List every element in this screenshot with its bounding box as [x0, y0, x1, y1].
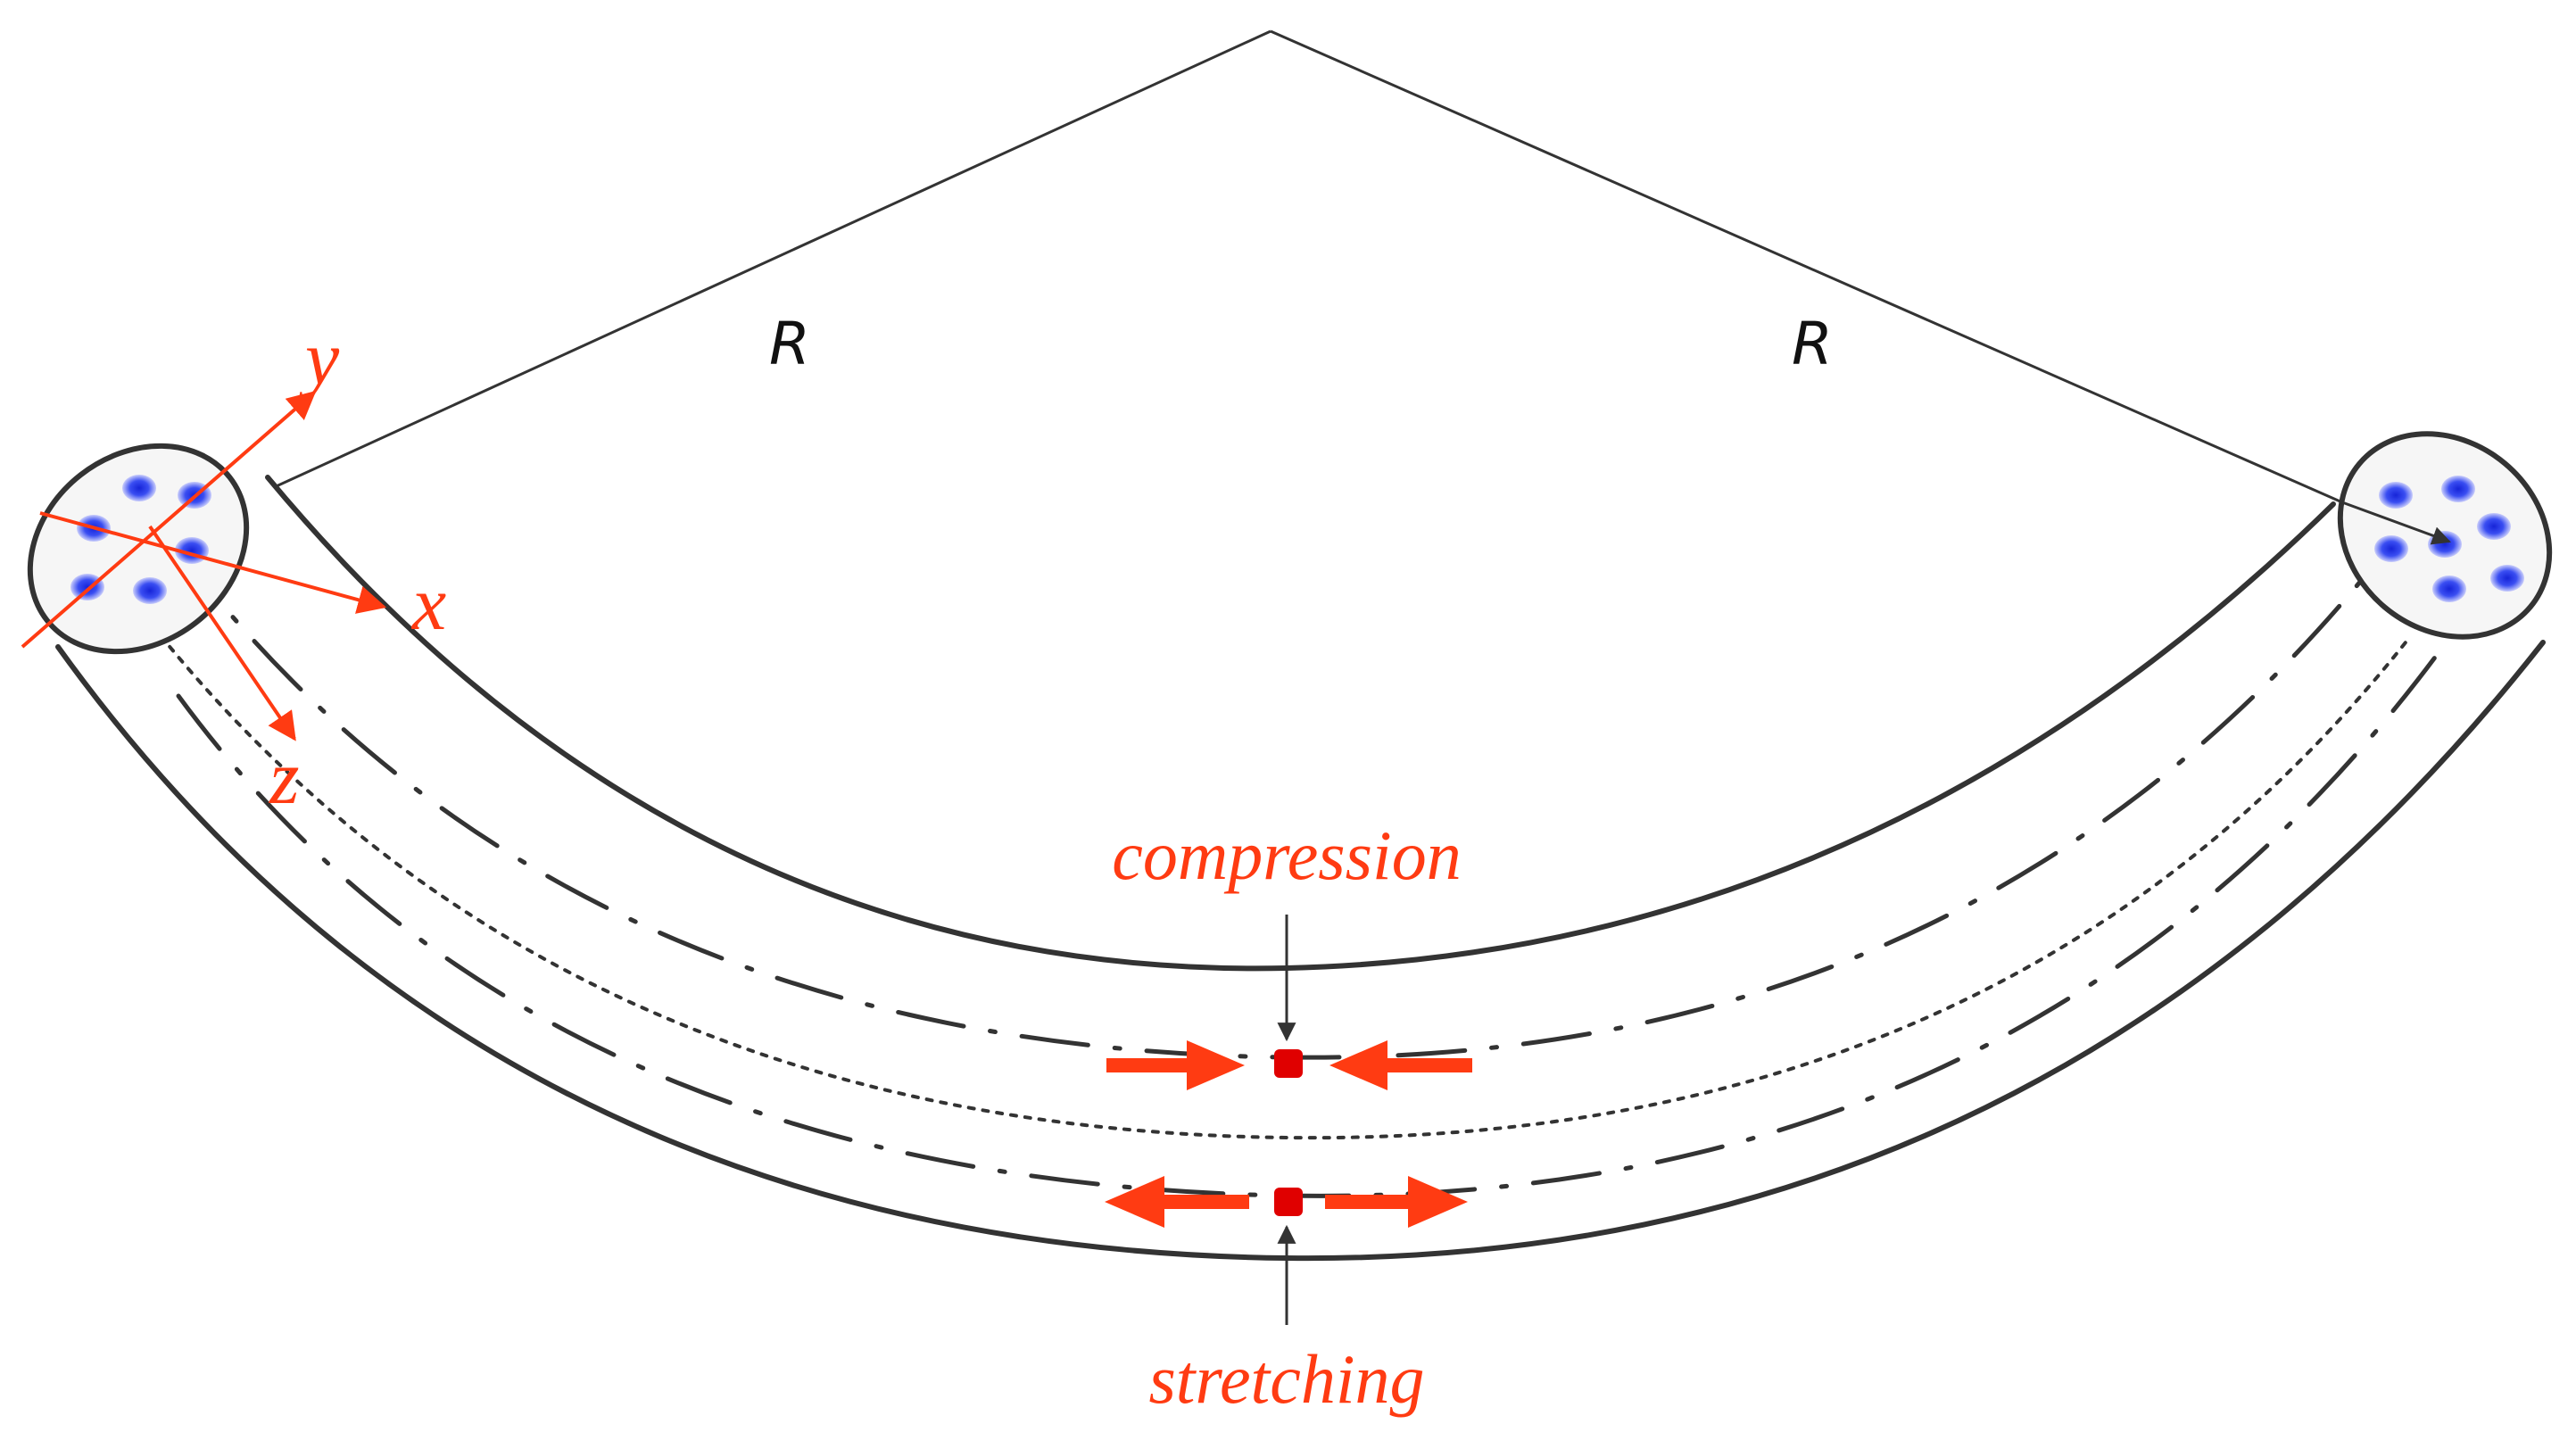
fiber-dot	[2477, 513, 2511, 540]
compression-arrow-right	[1329, 1040, 1472, 1090]
stretching-arrow-left	[1105, 1176, 1249, 1228]
radius-label-left: R	[769, 310, 810, 378]
axis-label-z: z	[269, 734, 299, 820]
fiber-dot	[2374, 535, 2408, 562]
fiber-dot	[2432, 575, 2466, 602]
y-axis-arrow	[21, 390, 317, 649]
x-axis-arrow	[39, 511, 387, 614]
radius-line-left	[269, 29, 1271, 491]
fiber-dot	[2490, 565, 2524, 592]
stretching-label: stretching	[1148, 1340, 1424, 1418]
fiber-dot	[133, 577, 167, 604]
stretching-arrow-right	[1325, 1176, 1468, 1228]
right-end-face	[2337, 431, 2553, 640]
radius-lines	[269, 29, 2343, 504]
fiber-dot	[2441, 476, 2475, 502]
axis-label-y: y	[298, 315, 340, 401]
coordinate-axes	[21, 390, 387, 741]
fiber-dot	[2379, 482, 2413, 509]
axis-label-x: x	[410, 560, 446, 646]
z-axis-arrow	[148, 525, 296, 741]
stretching-point	[1274, 1188, 1303, 1216]
fiber-dot	[122, 475, 156, 501]
tube-body	[58, 477, 2543, 1259]
radius-line-right	[1270, 29, 2343, 504]
radius-label-right: R	[1792, 310, 1833, 378]
right-radius-arrow	[2341, 501, 2451, 545]
compression-label: compression	[1112, 816, 1461, 894]
neutral-axis-line	[150, 623, 2411, 1140]
compression-callout: compression	[1106, 816, 1472, 1090]
stretching-callout: stretching	[1105, 1176, 1468, 1418]
compression-arrow-left	[1106, 1040, 1245, 1090]
right-fiber-dots	[2374, 476, 2524, 602]
compression-point	[1274, 1049, 1303, 1078]
